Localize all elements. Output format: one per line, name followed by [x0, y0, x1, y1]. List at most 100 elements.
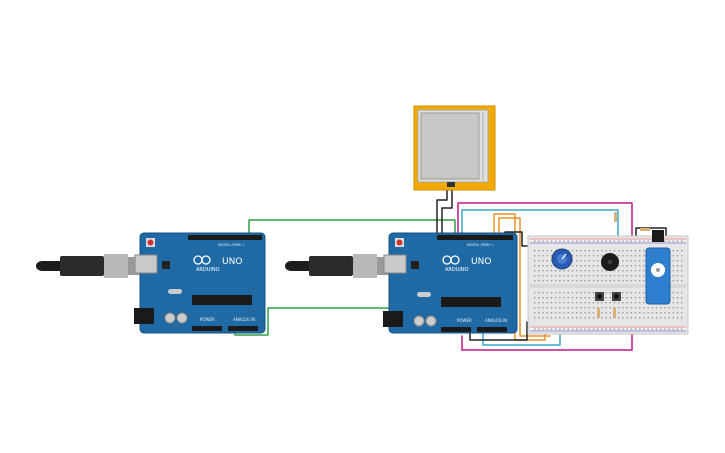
breadboard-hole [538, 255, 540, 257]
wire-black-lcd-2[interactable] [441, 189, 453, 239]
breadboard-hole [601, 328, 603, 330]
breadboard-hole [559, 275, 561, 277]
breadboard-hole [542, 317, 544, 319]
breadboard-hole [618, 307, 620, 309]
breadboard-hole [597, 265, 599, 267]
breadboard-hole [592, 260, 595, 262]
breadboard-hole [576, 265, 578, 267]
breadboard-hole [592, 280, 595, 282]
breadboard-hole [622, 317, 624, 319]
breadboard-hole [550, 292, 553, 294]
board-name: UNO [471, 257, 491, 267]
resistors[interactable] [597, 212, 650, 318]
breadboard-hole [576, 297, 578, 299]
breadboard-hole [672, 307, 674, 309]
usb-cable-1[interactable] [36, 254, 140, 278]
breadboard-hole [643, 292, 645, 294]
breadboard-hole [618, 240, 620, 242]
breadboard-hole [559, 297, 561, 299]
breadboard-hole [622, 270, 624, 272]
breadboard-hole [597, 275, 599, 277]
breadboard-hole [681, 240, 683, 242]
breadboard-hole [618, 255, 620, 257]
wire-green-top[interactable] [248, 219, 456, 241]
arduino-board-2[interactable]: DIGITAL (PWM~) ARDUINO UNO POWER ANALOG … [383, 232, 518, 334]
breadboard-hole [555, 312, 557, 314]
breadboard-hole [672, 240, 674, 242]
breadboard-hole [601, 317, 603, 319]
breadboard-hole [592, 240, 595, 242]
breadboard-hole [622, 312, 624, 314]
breadboard-hole [664, 312, 666, 314]
breadboard-hole [634, 255, 637, 257]
breadboard-hole [592, 328, 595, 330]
lcd-display[interactable] [413, 105, 496, 191]
wire-black-servo[interactable] [635, 227, 667, 241]
breadboard-hole [672, 270, 674, 272]
breadboard-hole [618, 270, 620, 272]
breadboard-hole [672, 280, 674, 282]
breadboard-hole [626, 270, 628, 272]
wire-black-lcd-1[interactable] [436, 189, 448, 239]
buzzer[interactable] [601, 253, 619, 271]
breadboard-hole [618, 275, 620, 277]
breadboard-hole [676, 302, 679, 304]
breadboard-hole [588, 317, 590, 319]
breadboard-hole [605, 307, 607, 309]
breadboard-hole [592, 302, 595, 304]
breadboard-hole [546, 317, 548, 319]
breadboard-hole [546, 265, 548, 267]
wire-cyan-top[interactable] [461, 209, 619, 241]
breadboard-hole [571, 275, 574, 277]
breadboard-hole [592, 250, 595, 252]
breadboard-hole [634, 328, 637, 330]
breadboard-hole [672, 292, 674, 294]
wire-orange-2[interactable] [498, 217, 551, 337]
breadboard-hole [639, 317, 641, 319]
board-name: UNO [222, 257, 242, 267]
breadboard-hole [580, 297, 582, 299]
breadboard-hole [567, 280, 569, 282]
breadboard-hole [584, 297, 586, 299]
breadboard-hole [643, 280, 645, 282]
breadboard-hole [580, 307, 582, 309]
breadboard-hole [634, 240, 637, 242]
breadboard-hole [576, 317, 578, 319]
breadboard-hole [643, 270, 645, 272]
breadboard-hole [664, 317, 666, 319]
breadboard-hole [563, 328, 565, 330]
usb-cable-2[interactable] [285, 254, 389, 278]
breadboard-hole [567, 317, 569, 319]
breadboard-hole [576, 328, 578, 330]
breadboard-hole [550, 328, 553, 330]
breadboard-hole [672, 250, 674, 252]
breadboard-hole [605, 302, 607, 304]
breadboard-hole [681, 307, 683, 309]
breadboard-hole [681, 317, 683, 319]
breadboard-hole [681, 280, 683, 282]
servo-motor[interactable] [645, 230, 671, 305]
breadboard-hole [613, 302, 616, 304]
breadboard-hole [576, 240, 578, 242]
breadboard-hole [542, 297, 544, 299]
breadboard-hole [672, 275, 674, 277]
breadboard-hole [618, 265, 620, 267]
potentiometer[interactable] [551, 248, 573, 270]
arduino-board-1[interactable]: DIGITAL (PWM~) ARDUINO UNO POWER ANALOG … [134, 232, 266, 334]
breadboard-hole [584, 312, 586, 314]
breadboard-hole [622, 280, 624, 282]
pushbutton-2[interactable] [612, 292, 621, 301]
breadboard-hole [538, 328, 540, 330]
pushbutton-1[interactable] [595, 292, 604, 301]
breadboard-hole [643, 255, 645, 257]
breadboard-hole [571, 270, 574, 272]
breadboard-hole [630, 275, 632, 277]
breadboard-hole [672, 255, 674, 257]
breadboard-hole [588, 280, 590, 282]
breadboard-hole [546, 280, 548, 282]
breadboard-hole [546, 302, 548, 304]
breadboard-hole [626, 255, 628, 257]
breadboard-hole [630, 265, 632, 267]
breadboard-hole [609, 307, 611, 309]
